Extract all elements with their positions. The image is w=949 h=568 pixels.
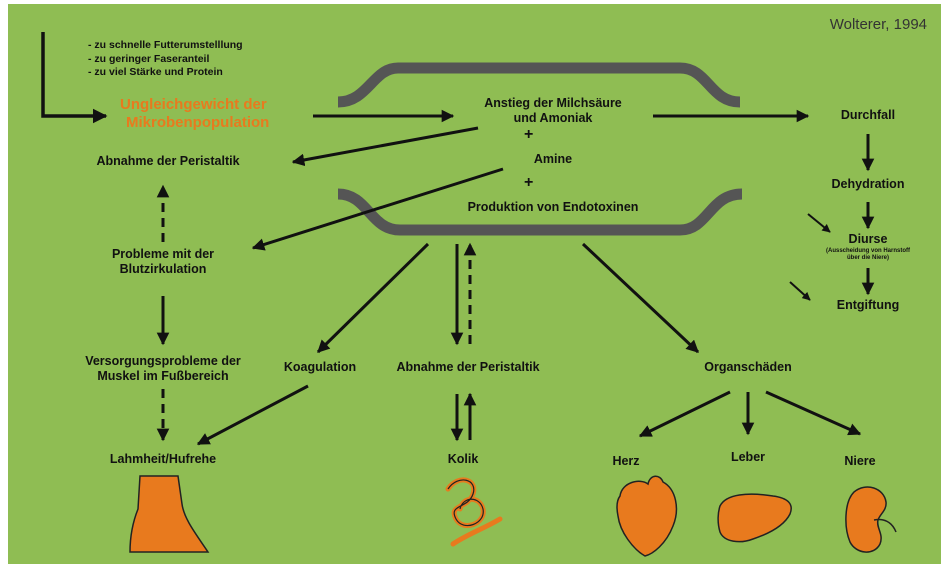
causes-list: - zu schnelle Futterumstelllung - zu ger… [88, 39, 243, 80]
milk-acid-line-1: Anstieg der Milchsäure [484, 96, 622, 110]
colic-label: Kolik [447, 452, 479, 466]
laminitis-label: Lahmheit/Hufrehe [109, 452, 217, 466]
cause-item: - zu viel Stärke und Protein [88, 66, 223, 78]
cause-arrow [41, 32, 108, 124]
gut-bracket-top [337, 62, 741, 108]
arrow-into-diuresis [807, 213, 831, 233]
diarrhea-label: Durchfall [840, 108, 896, 122]
coagulation-label: Koagulation [283, 360, 357, 374]
detox-label: Entgiftung [836, 298, 900, 312]
arrow-coagulation-to-laminitis [196, 384, 309, 446]
arrow-acid-to-peristaltic [291, 126, 479, 167]
imbalance-label: Ungleichgewicht der Mikrobenpopulation [120, 96, 269, 132]
milk-acid-line-2: und Amoniak [513, 111, 593, 125]
organ-damage-label: Organschäden [704, 360, 792, 374]
cause-item: - zu schnelle Futterumstelllung [88, 39, 243, 51]
endotoxin-label: Produktion von Endotoxinen [467, 200, 639, 214]
arrow-amine-to-circulation [251, 167, 504, 251]
peristaltic-top-label: Abnahme der Peristaltik [96, 154, 240, 168]
imbalance-line-2: Mikrobenpopulation [126, 114, 270, 131]
gut-bracket-bottom [337, 188, 743, 236]
hoof-icon [129, 475, 210, 553]
source-citation: Wolterer, 1994 [829, 16, 927, 33]
diuresis-note-line-2: über die Niere) [846, 255, 889, 261]
arrow-gut-to-coagulation [316, 242, 430, 354]
diuresis-note-line-1: (Ausscheidung von Harnstoff [825, 248, 910, 254]
circulation-label: Probleme mit der Blutzirkulation [78, 247, 248, 277]
supply-label: Versorgungsprobleme der Muskel im Fußber… [68, 354, 258, 384]
diagram-graphics [41, 32, 897, 557]
supply-line-1: Versorgungsprobleme der [85, 354, 241, 368]
dehydration-label: Dehydration [831, 177, 905, 191]
plus-sign: + [524, 126, 534, 143]
supply-line-2: Muskel im Fußbereich [97, 369, 229, 383]
peristaltic-mid-label: Abnahme der Peristaltik [396, 360, 540, 374]
diuresis-label: Diurse [848, 232, 888, 246]
heart-icon [616, 475, 678, 557]
milk-acid-label: Anstieg der Milchsäure und Amoniak [448, 96, 658, 126]
diuresis-note: (Ausscheidung von Harnstoff über die Nie… [798, 248, 938, 262]
heart-label: Herz [612, 454, 640, 468]
kidney-icon [845, 486, 897, 553]
liver-label: Leber [730, 450, 766, 464]
arrow-into-detox [789, 281, 811, 301]
circulation-line-1: Probleme mit der [111, 247, 215, 261]
arrow-organ-to-heart [638, 390, 731, 438]
imbalance-line-1: Ungleichgewicht der [120, 96, 267, 113]
plus-sign: + [524, 174, 534, 191]
arrow-gut-to-organ-damage [581, 242, 700, 354]
arrow-organ-to-kidney [765, 390, 862, 436]
circulation-line-2: Blutzirkulation [119, 262, 207, 276]
kidney-label: Niere [844, 454, 876, 468]
diagram-canvas: Wolterer, 1994 - zu schnelle Futterumste… [8, 4, 941, 564]
cause-item: - zu geringer Faseranteil [88, 52, 210, 65]
liver-icon [717, 493, 792, 543]
amine-label: Amine [533, 152, 573, 166]
